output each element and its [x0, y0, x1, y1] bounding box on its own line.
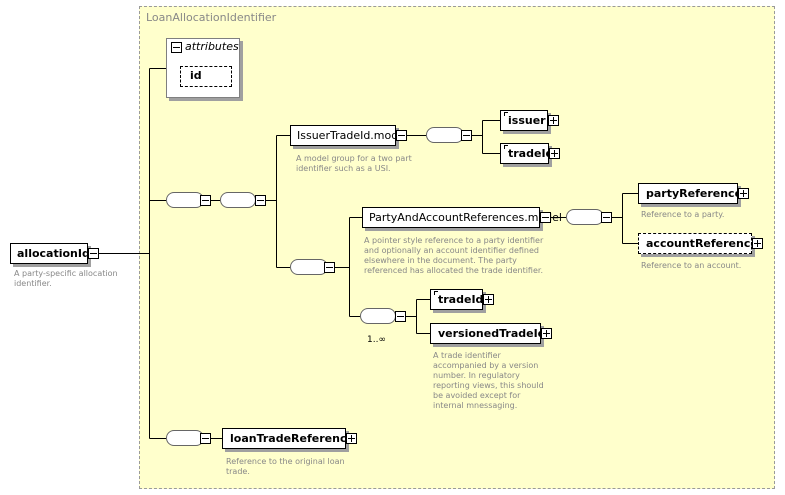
- group-party-collapse-button[interactable]: [540, 212, 551, 223]
- element-versioned-tradeid-expand-button[interactable]: [541, 328, 552, 339]
- element-tradeid-top-expand-button[interactable]: [549, 148, 560, 159]
- attributes-collapse-button[interactable]: [171, 42, 182, 53]
- attribute-id[interactable]: id: [180, 66, 232, 87]
- element-loan-trade-reference-expand-button[interactable]: [346, 433, 357, 444]
- sequence-compositor-party: [566, 209, 604, 225]
- root-collapse-button[interactable]: [88, 248, 99, 259]
- sequence-bottom-collapse-button[interactable]: [200, 433, 211, 444]
- element-issuer-label: issuer: [508, 114, 546, 127]
- sequence-compositor-inner: [290, 259, 328, 275]
- sequence-issuer-collapse-button[interactable]: [461, 130, 472, 141]
- element-tradeid-top-label: tradeId: [508, 147, 554, 160]
- element-tradeid-inner-expand-button[interactable]: [483, 294, 494, 305]
- group-party-label: PartyAndAccountReferences.model: [369, 211, 562, 224]
- element-loan-trade-reference-label: loanTradeReference: [230, 432, 354, 445]
- element-tradeid-top[interactable]: tradeId: [500, 143, 553, 164]
- element-versioned-tradeid[interactable]: versionedTradeId: [430, 323, 546, 344]
- element-issuer[interactable]: issuer: [500, 110, 548, 131]
- element-tradeid-top-marker: [504, 145, 508, 149]
- attributes-title: attributes: [185, 40, 239, 53]
- root-element-allocationId[interactable]: allocationId: [10, 243, 90, 264]
- element-loan-trade-reference[interactable]: loanTradeReference: [222, 428, 354, 449]
- root-element-label: allocationId: [17, 247, 90, 260]
- account-reference-annotation: Reference to an account.: [641, 261, 742, 270]
- element-tradeid-inner-marker: [434, 291, 438, 295]
- element-party-reference-expand-button[interactable]: [738, 188, 749, 199]
- sequence-compositor-issuer: [426, 127, 464, 143]
- group-issuer-tradeid-model[interactable]: IssuerTradeId.model: [290, 125, 408, 146]
- choice-top-collapse-button[interactable]: [255, 195, 266, 206]
- choice-inner-collapse-button[interactable]: [395, 311, 406, 322]
- group-party-account-model[interactable]: PartyAndAccountReferences.model: [362, 207, 562, 228]
- element-account-reference-label: accountReference: [646, 237, 758, 250]
- sequence-party-collapse-button[interactable]: [601, 212, 612, 223]
- element-tradeid-inner[interactable]: tradeId: [430, 289, 483, 310]
- group-party-annotation: A pointer style reference to a party ide…: [364, 236, 544, 275]
- group-issuer-label: IssuerTradeId.model: [297, 129, 409, 142]
- choice-compositor-top: [220, 192, 256, 208]
- sequence-top-collapse-button[interactable]: [200, 195, 211, 206]
- element-issuer-expand-button[interactable]: [548, 115, 559, 126]
- element-tradeid-inner-label: tradeId: [438, 293, 484, 306]
- versioned-tradeid-annotation: A trade identifier accompanied by a vers…: [433, 351, 544, 410]
- type-title: LoanAllocationIdentifier: [146, 11, 277, 24]
- element-versioned-tradeid-label: versionedTradeId: [438, 327, 546, 340]
- element-party-reference-label: partyReference: [646, 187, 743, 200]
- element-account-reference[interactable]: accountReference: [638, 233, 758, 254]
- choice-compositor-inner: [360, 308, 396, 324]
- sequence-inner-collapse-button[interactable]: [324, 262, 335, 273]
- sequence-compositor-top: [166, 192, 204, 208]
- sequence-compositor-bottom: [166, 430, 204, 446]
- root-annotation: A party-specific allocation identifier.: [14, 269, 118, 288]
- party-reference-annotation: Reference to a party.: [641, 210, 725, 219]
- choice-cardinality: 1..∞: [367, 335, 386, 345]
- element-account-reference-expand-button[interactable]: [752, 238, 763, 249]
- loan-trade-reference-annotation: Reference to the original loan trade.: [226, 457, 345, 476]
- element-party-reference[interactable]: partyReference: [638, 183, 742, 204]
- group-issuer-annotation: A model group for a two part identifier …: [296, 154, 412, 173]
- group-issuer-collapse-button[interactable]: [396, 130, 407, 141]
- element-issuer-marker: [504, 112, 508, 116]
